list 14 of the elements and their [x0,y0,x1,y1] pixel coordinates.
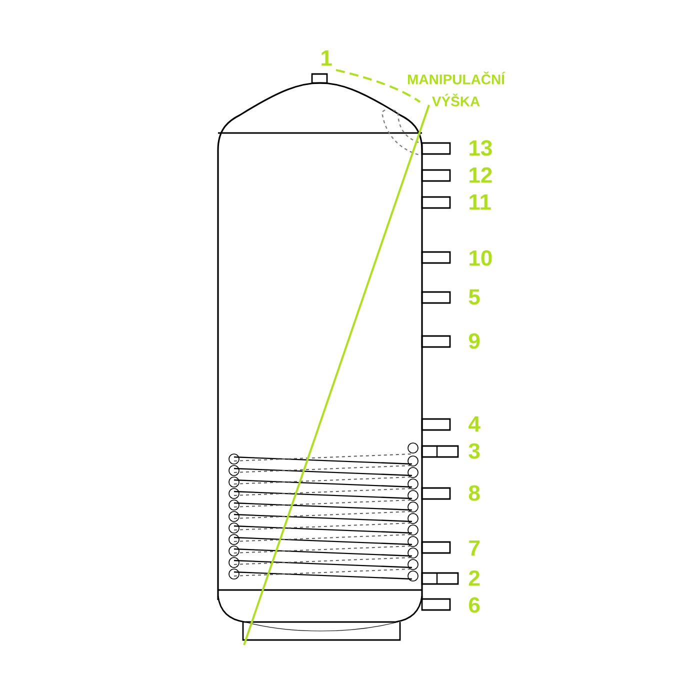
callout-number: 6 [469,597,480,613]
callout-number: 10 [470,250,492,266]
callout-number: 7 [469,540,480,556]
callout-number: 3 [468,443,480,459]
callout-number: 13 [470,140,492,156]
callout-number: 8 [468,485,480,501]
callout-number: 11 [470,194,491,210]
callout-number: 2 [468,570,480,586]
callout-number: 12 [470,167,492,183]
callout-number: 9 [468,333,480,349]
callout-number: 4 [468,416,480,432]
callout-number: 1 [322,50,332,66]
dimension-label: MANIPULAČNÍ VÝŠKA [408,72,506,106]
callout-number: 5 [468,289,480,305]
